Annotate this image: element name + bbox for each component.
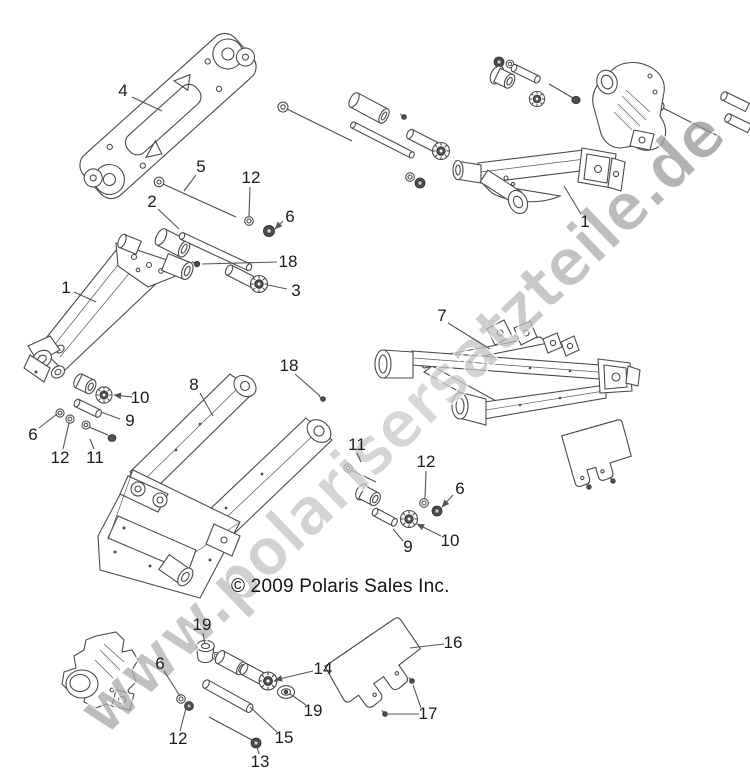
leader-line-part-9 [100, 411, 121, 420]
spacer-part-2 [154, 228, 253, 272]
leader-line-part-8 [199, 392, 214, 417]
hardware-bottom [176, 639, 296, 749]
hardware-top-right [489, 56, 750, 139]
control-arm-part-1-left [23, 233, 194, 383]
knuckle-top-right [592, 61, 667, 151]
guard-plate-part-16 [324, 617, 422, 708]
guard-plate-right [560, 419, 632, 491]
bushing-part-3 [224, 264, 269, 294]
leader-line-part-18 [294, 373, 321, 397]
leader-line-part-13 [256, 746, 260, 755]
brace-part-4 [79, 32, 257, 200]
leader-line-part-2 [157, 208, 180, 230]
leader-line-part-19 [202, 632, 206, 645]
leader-line-part-19 [289, 693, 307, 706]
leader-line-part-12 [62, 422, 70, 450]
leader-line-part-17 [412, 684, 422, 709]
leader-line-part-12 [179, 707, 187, 732]
leader-line-part-1 [73, 291, 97, 303]
hardware-mid-left [55, 373, 117, 442]
hardware-mid-right [317, 395, 443, 529]
leader-line-part-10 [416, 523, 442, 537]
leader-line-part-10 [113, 392, 133, 400]
bolt-part-5 [153, 176, 237, 218]
leader-line-part-18 [201, 261, 278, 265]
nut-part-6-top [262, 224, 276, 238]
leader-line-part-14 [274, 670, 314, 682]
leader-line-part-16 [409, 643, 445, 649]
leader-line-part-9 [392, 528, 404, 542]
hardware-top-middle [277, 92, 451, 189]
washer-part-12-top [244, 216, 254, 226]
leader-line-part-11 [356, 452, 362, 463]
leader-line-part-12 [248, 186, 251, 217]
leader-line-part-6 [441, 494, 454, 508]
leader-line-part-3 [267, 284, 288, 290]
callout-leader-lines [38, 96, 582, 755]
leader-line-part-12 [424, 470, 427, 500]
leader-line-part-4 [131, 96, 163, 112]
leader-line-part-11 [89, 438, 95, 450]
leader-line-part-15 [249, 706, 278, 733]
leader-line-part-5 [183, 174, 197, 192]
copyright-text: © 2009 Polaris Sales Inc. [231, 576, 450, 597]
control-arm-part-1-right [452, 147, 626, 215]
leader-line-part-7 [447, 322, 491, 350]
knuckle-bottom-left [61, 631, 139, 711]
leader-line-part-6 [38, 413, 58, 429]
leader-line-part-6 [163, 670, 181, 697]
leader-line-part-6 [274, 220, 284, 230]
frame-part-7 [374, 319, 641, 426]
leader-line-part-1 [563, 185, 582, 215]
trailing-arm-part-8 [97, 373, 333, 599]
